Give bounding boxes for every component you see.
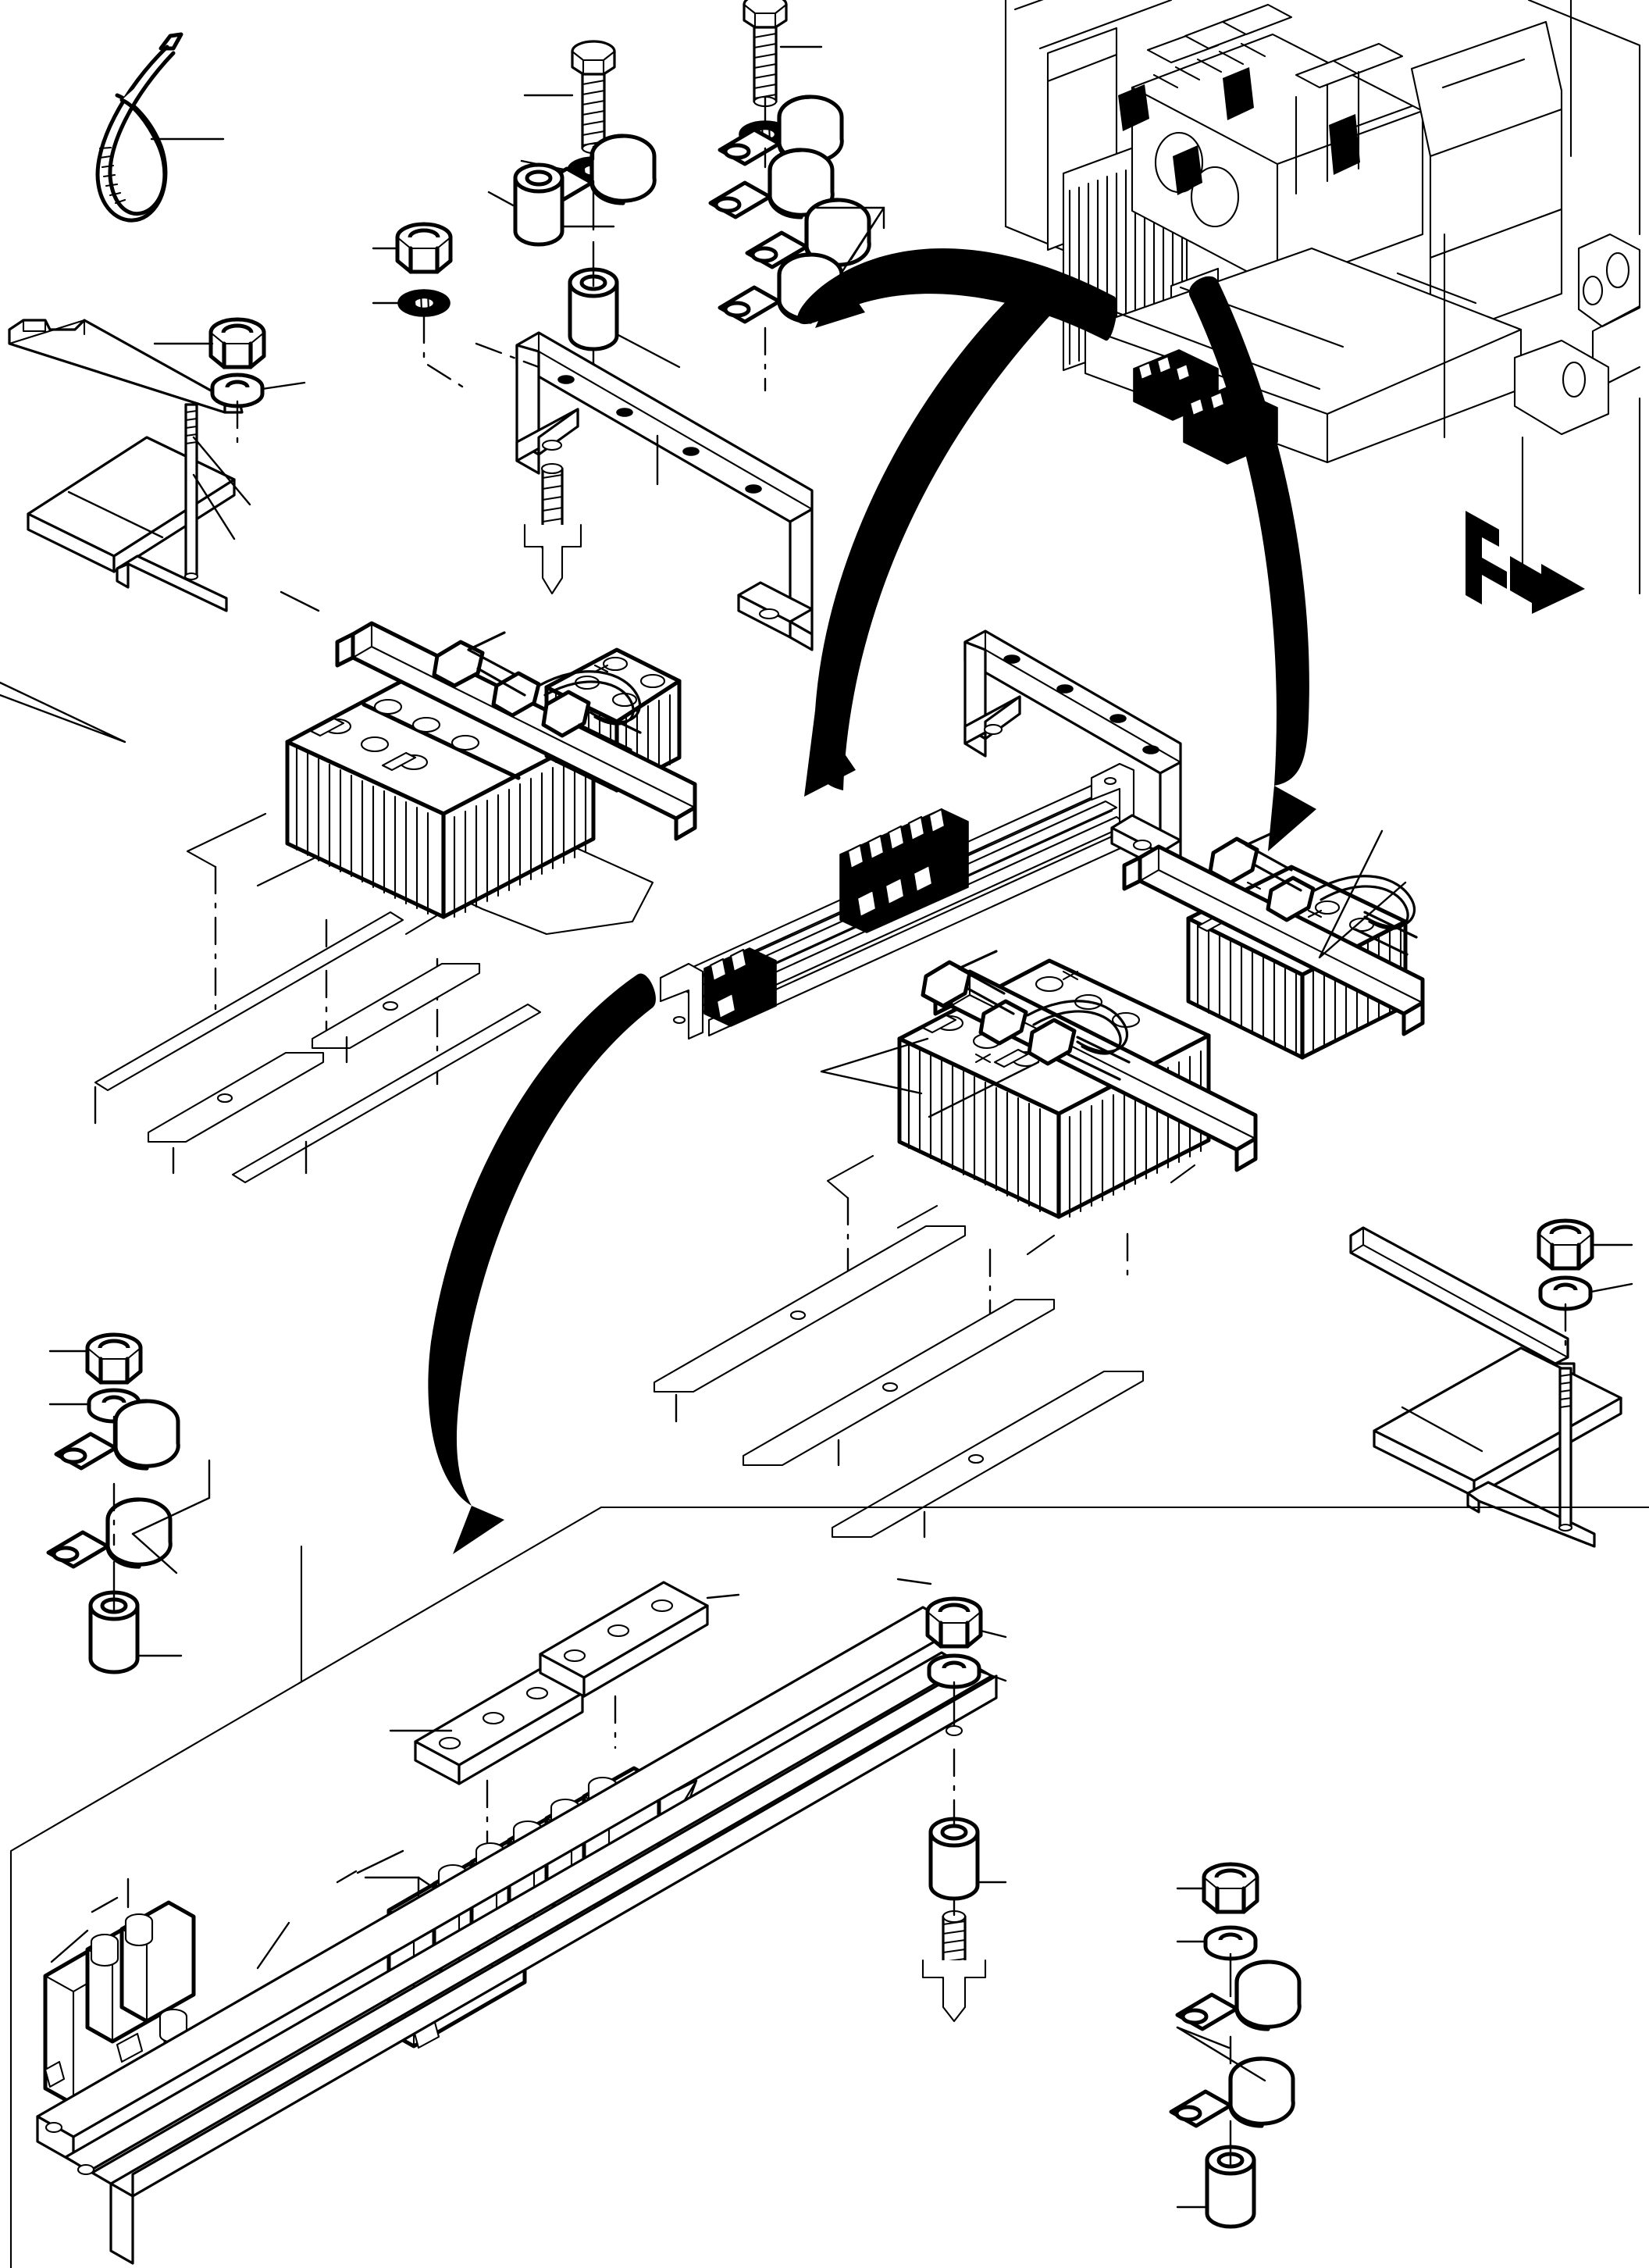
terminal-block [839,808,969,933]
battery-terminal-cable [0,590,642,751]
plain-washer[interactable] [48,1390,139,1421]
plain-washer[interactable] [1176,1927,1255,1959]
battery-terminal-cable [820,826,1418,1118]
plain-washer[interactable] [929,1656,1007,1687]
cable-tie [95,32,225,223]
direction-indicator-label: F [1463,512,1464,513]
hex-bolt[interactable] [523,462,582,595]
arrow-machine-to-left-battery [804,270,1061,797]
upper-center-nut-group [372,224,470,392]
support-rail [231,1003,542,1184]
spacer-bushing[interactable] [570,269,681,369]
threaded-rod [183,403,251,581]
link-plate [389,1668,584,1845]
lock-nut[interactable] [1539,1221,1633,1268]
lower-left-clamp-stack [48,1335,211,1672]
arrow-terminal-rail-to-lower-detail [428,973,656,1554]
lock-nut[interactable] [153,319,264,367]
terminal-rail-assembly [659,762,1135,1040]
shim-strip [653,1225,967,1423]
lock-nut[interactable] [372,224,451,272]
lock-nut[interactable] [1176,1864,1257,1912]
terminal-block [703,947,777,1027]
hex-bolt[interactable] [523,40,616,155]
arrow-machine-to-upper-left-group [797,248,1117,341]
lock-nut[interactable] [48,1335,141,1382]
lock-nut[interactable] [896,1578,1007,1646]
plain-washer[interactable] [1540,1278,1633,1309]
spacer-bushing[interactable] [515,165,615,244]
channel-rail [36,1606,998,2265]
rail-fastener-stack [896,1578,1007,2023]
lower-detail-view [9,1506,1649,2268]
hex-bolt[interactable] [743,0,823,108]
threaded-rod [1558,1367,1573,1532]
upper-u-bracket [475,331,814,651]
spacer-bushing[interactable] [931,1819,1007,1899]
shim-strip [147,1051,325,1175]
support-rail [94,911,404,1125]
hex-bolt[interactable] [921,1910,987,2023]
chassis-frame [1443,0,1641,595]
right-holddown-group [1349,1221,1633,1548]
left-battery-group [0,590,697,1184]
battery-base-plate [27,436,236,612]
shim-strip [311,962,481,1064]
spacer-bushing[interactable] [1176,2147,1254,2227]
lower-right-clamp-stack [1171,1864,1299,2227]
upper-left-holddown-group [8,319,306,612]
spacer-bushing[interactable] [91,1592,183,1672]
toothed-lock-washer[interactable] [372,288,451,318]
link-plate [539,1581,740,1749]
plain-washer[interactable] [212,375,306,406]
shim-strip [742,1298,1056,1467]
right-battery-group [653,826,1425,1539]
shim-strip [831,1370,1145,1539]
arrow-machine-to-right-battery-group [1188,276,1316,851]
callout-arrows [428,248,1316,1554]
direction-indicator: F [1463,511,1585,614]
battery-hold-down-bar [1122,844,1425,1036]
engine [1118,3,1424,415]
